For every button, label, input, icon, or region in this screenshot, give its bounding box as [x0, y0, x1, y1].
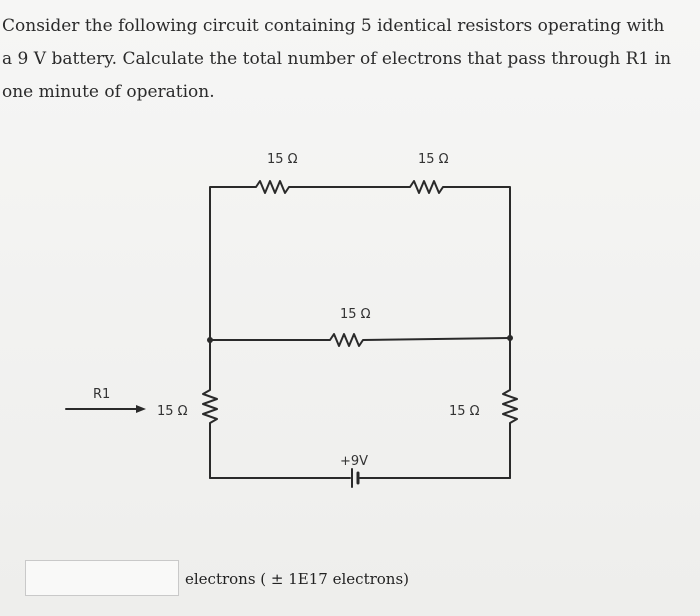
r1-arrow-head: [136, 405, 146, 413]
r1-label: R1: [93, 387, 110, 402]
junction-left: [207, 337, 213, 343]
question-line-1: Consider the following circuit containin…: [2, 16, 665, 36]
question-text: Consider the following circuit containin…: [2, 10, 672, 109]
right-resistor-label: 15 Ω: [449, 404, 480, 419]
middle-resistor-label: 15 Ω: [340, 307, 371, 322]
top-right-resistor-label: 15 Ω: [418, 152, 449, 167]
top-left-resistor-label: 15 Ω: [267, 152, 298, 167]
question-line-3: one minute of operation.: [2, 82, 215, 102]
answer-unit-text: electrons ( ± 1E17 electrons): [185, 570, 410, 588]
middle-wire: [209, 333, 511, 347]
question-line-2: a 9 V battery. Calculate the total numbe…: [2, 49, 672, 69]
left-resistor-label: 15 Ω: [157, 404, 188, 419]
answer-input[interactable]: [25, 560, 179, 596]
top-wire: [209, 180, 511, 341]
right-resistor-wire: [502, 337, 518, 479]
battery-label: +9V: [340, 454, 368, 469]
left-resistor-wire: [202, 339, 218, 479]
junction-right: [507, 335, 513, 341]
